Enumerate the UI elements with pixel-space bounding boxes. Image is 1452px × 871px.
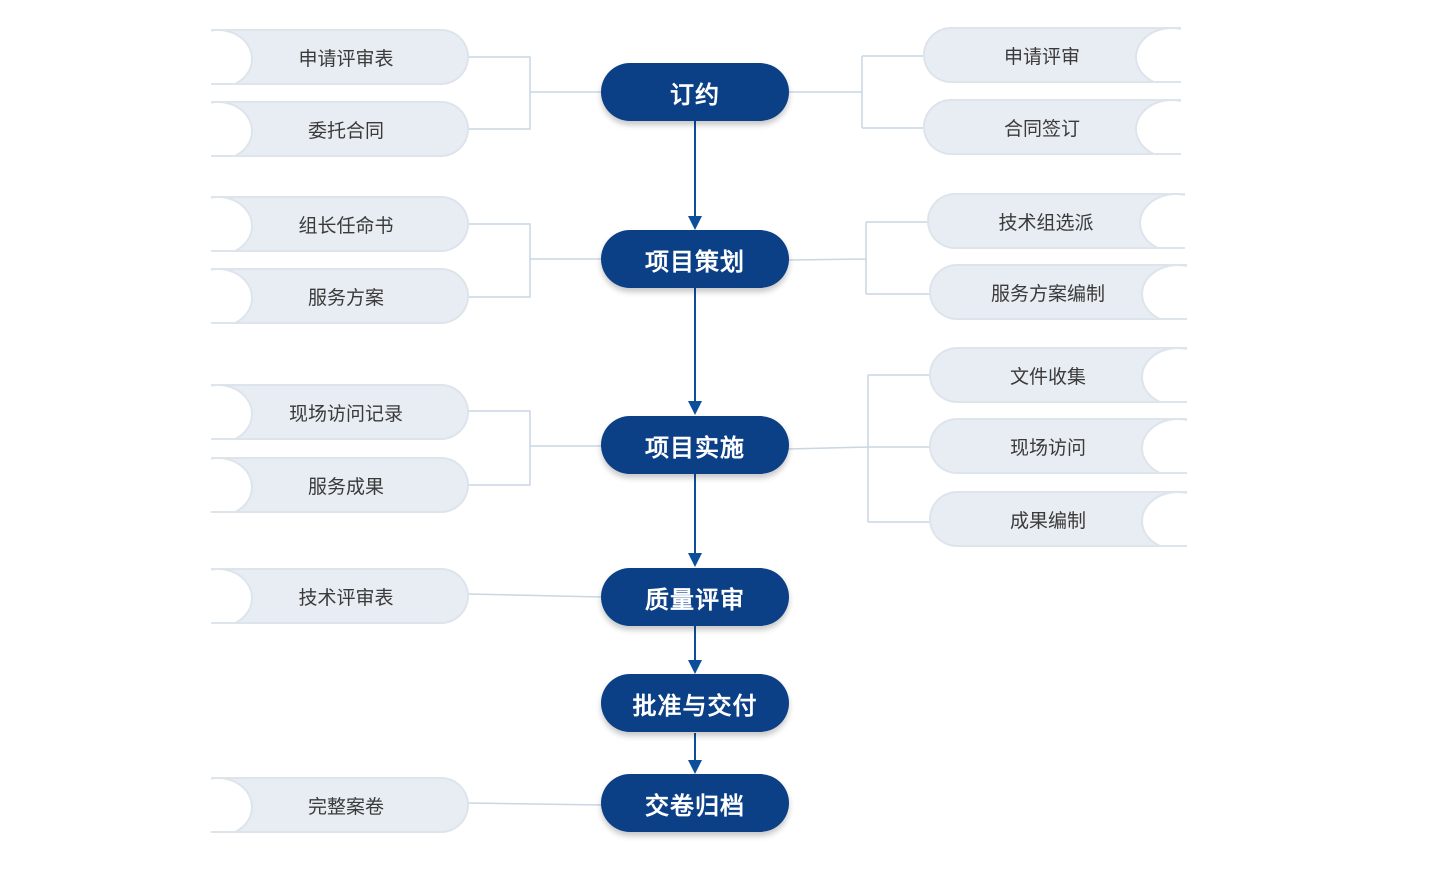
task-label: 服务方案编制 <box>990 282 1105 305</box>
task-tag: 申请评审 <box>923 27 1181 83</box>
task-label: 文件收集 <box>1009 365 1086 388</box>
doc-tag: 服务方案 <box>211 268 469 324</box>
flow-arrows <box>688 121 702 774</box>
step-planning: 项目策划 <box>601 230 789 288</box>
connector-left-archive <box>467 802 603 806</box>
step-implementation: 项目实施 <box>601 416 789 474</box>
step-label: 项目策划 <box>645 247 745 276</box>
step-label: 批准与交付 <box>632 691 758 720</box>
connector-right-planning <box>787 221 930 295</box>
step-label: 订约 <box>670 80 720 109</box>
doc-tag: 技术评审表 <box>211 568 469 624</box>
step-approval-delivery: 批准与交付 <box>601 674 789 732</box>
step-label: 交卷归档 <box>645 791 745 820</box>
doc-label: 组长任命书 <box>298 214 394 237</box>
step-label: 项目实施 <box>645 433 745 462</box>
task-label: 合同签订 <box>1003 117 1080 140</box>
step-archive: 交卷归档 <box>601 774 789 832</box>
doc-tag: 申请评审表 <box>211 29 469 85</box>
connector-right-contract <box>788 55 925 129</box>
task-tag: 现场访问 <box>929 418 1187 474</box>
task-label: 成果编制 <box>1009 509 1086 532</box>
task-tag: 技术组选派 <box>927 193 1185 249</box>
task-label: 申请评审 <box>1003 45 1080 68</box>
connector-left-implementation <box>468 410 602 486</box>
connector-right-implementation <box>787 374 930 523</box>
doc-tag: 委托合同 <box>211 101 469 157</box>
doc-label: 申请评审表 <box>298 47 394 70</box>
connector-left-planning <box>468 223 602 298</box>
step-quality-review: 质量评审 <box>601 568 789 626</box>
task-tag: 合同签订 <box>923 99 1181 155</box>
doc-label: 服务方案 <box>307 286 384 309</box>
doc-label: 委托合同 <box>307 119 384 142</box>
step-contract: 订约 <box>601 63 789 121</box>
doc-tag: 组长任命书 <box>211 196 469 252</box>
doc-label: 服务成果 <box>307 475 384 498</box>
doc-label: 现场访问记录 <box>288 402 403 425</box>
doc-tag: 服务成果 <box>211 457 469 513</box>
doc-tag: 完整案卷 <box>211 777 469 833</box>
task-tag: 文件收集 <box>929 347 1187 403</box>
connector-left-contract <box>468 56 602 130</box>
task-tag: 服务方案编制 <box>929 264 1187 320</box>
task-label: 技术组选派 <box>998 211 1094 234</box>
task-label: 现场访问 <box>1009 436 1086 459</box>
connector-left-review <box>467 593 603 598</box>
step-label: 质量评审 <box>645 585 745 614</box>
doc-label: 完整案卷 <box>307 795 384 818</box>
doc-tag: 现场访问记录 <box>211 384 469 440</box>
doc-label: 技术评审表 <box>298 586 394 609</box>
task-tag: 成果编制 <box>929 491 1187 547</box>
